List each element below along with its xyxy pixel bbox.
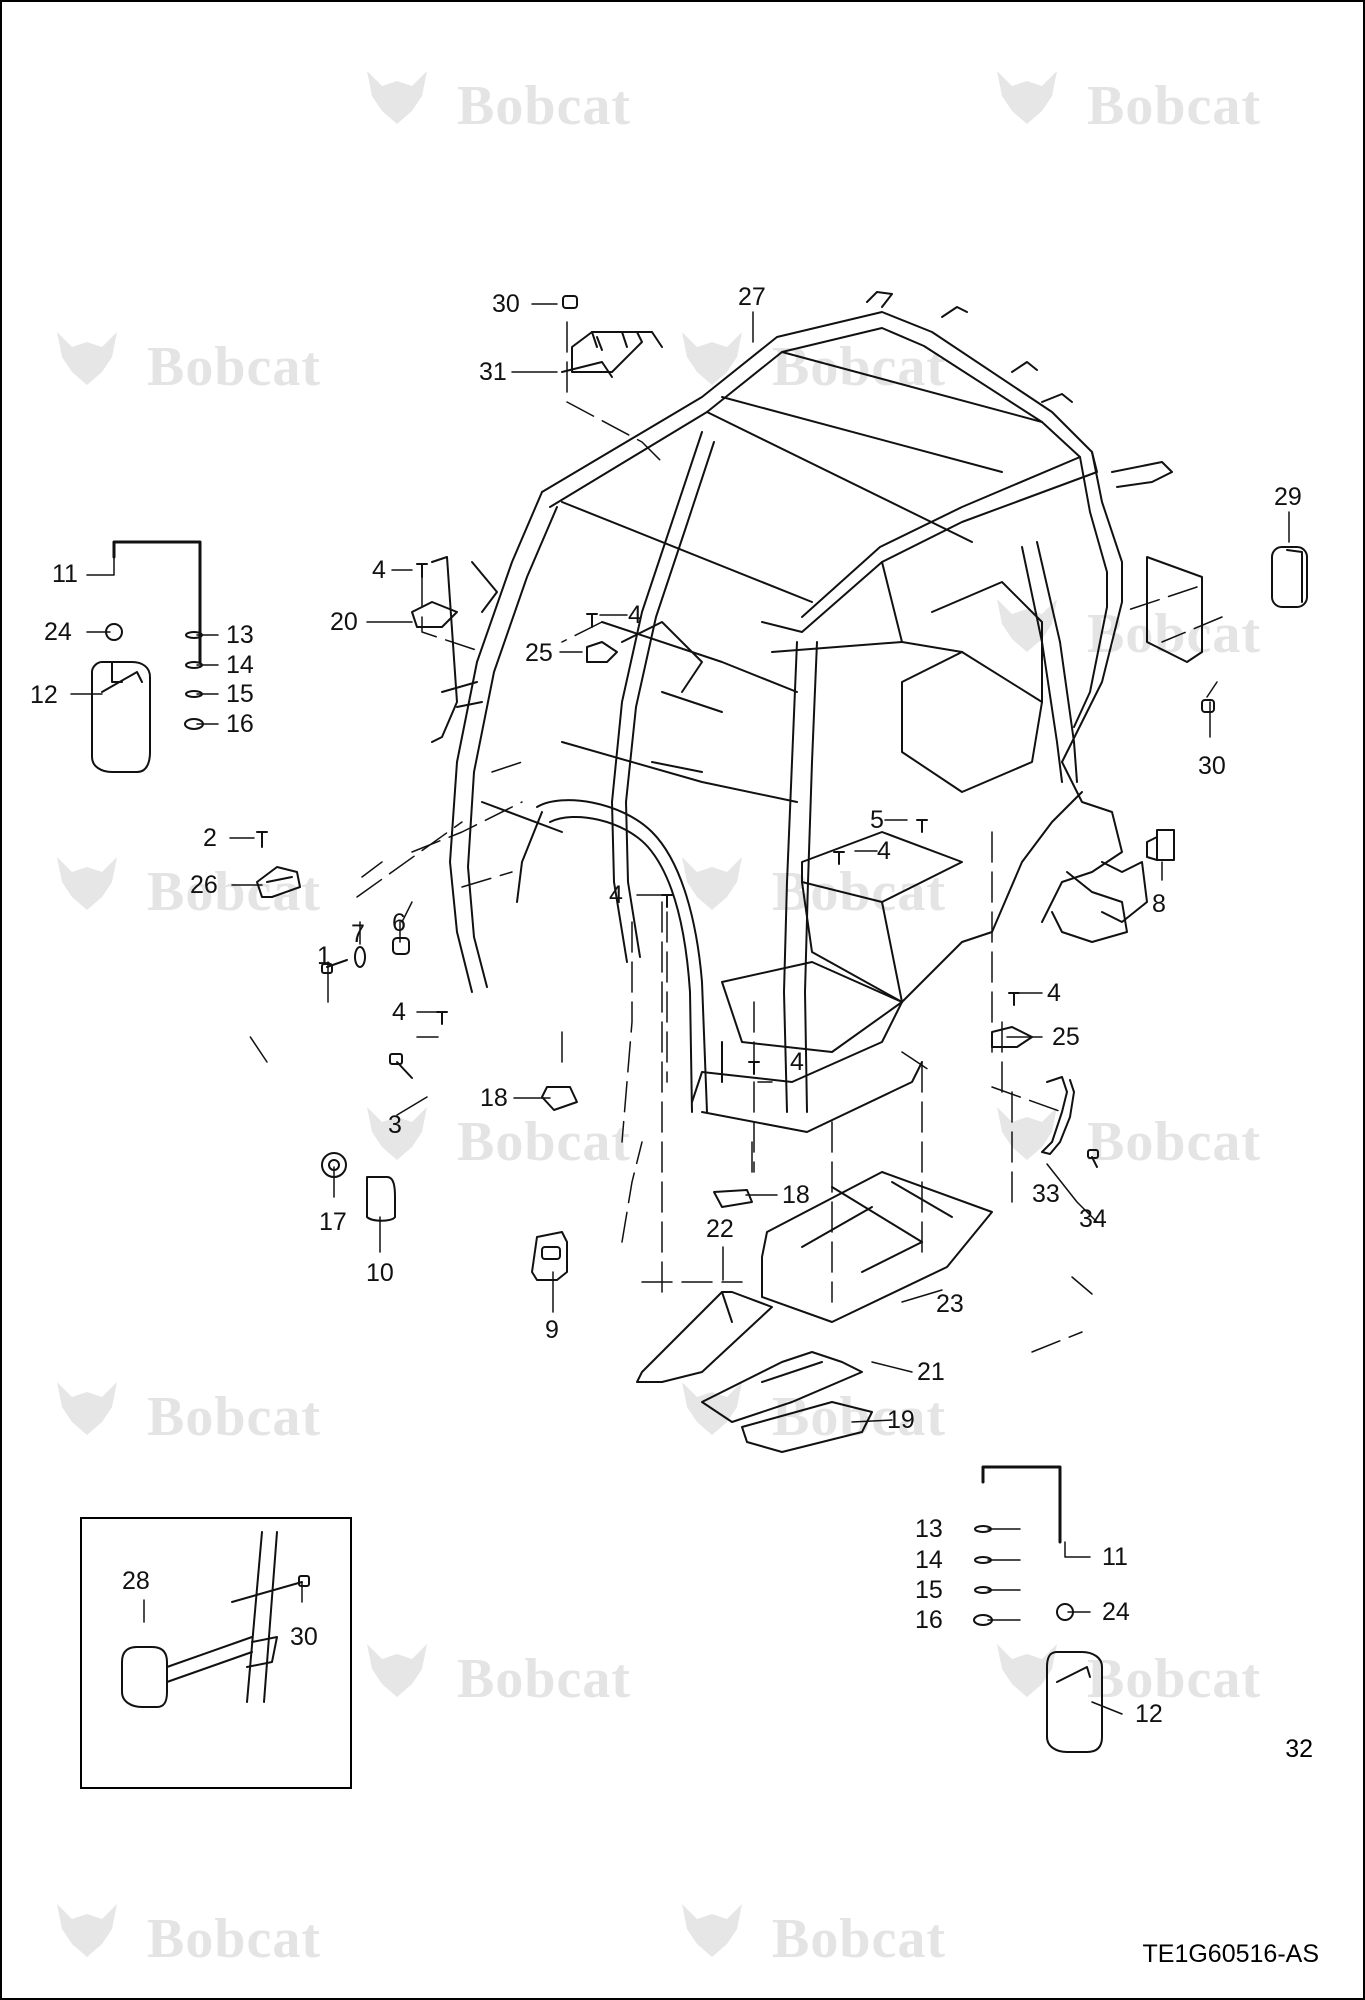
watermark-brand: Bobcat bbox=[772, 1386, 946, 1448]
watermark-logo-icon bbox=[682, 857, 742, 910]
hardware-parts bbox=[91, 295, 1308, 1753]
watermark-logo-icon bbox=[367, 1644, 427, 1697]
cab-frame bbox=[431, 291, 1173, 1133]
watermark-brand: Bobcat bbox=[1087, 1111, 1261, 1173]
watermark-brand: Bobcat bbox=[772, 861, 946, 923]
callout-c19: 19 bbox=[887, 1406, 915, 1434]
inset-detail-drawing bbox=[121, 1531, 310, 1708]
callout-c4-b: 4 bbox=[628, 601, 642, 629]
callout-c4-e: 4 bbox=[392, 998, 406, 1026]
watermark-logo-icon bbox=[57, 1904, 117, 1957]
watermark-logo-icon bbox=[367, 71, 427, 124]
callout-c23: 23 bbox=[936, 1290, 964, 1318]
watermark-brand: Bobcat bbox=[772, 1908, 946, 1970]
watermark-logo-icon bbox=[997, 71, 1057, 124]
callout-c33: 33 bbox=[1032, 1180, 1060, 1208]
callout-c29: 29 bbox=[1274, 483, 1302, 511]
callout-c11-right: 11 bbox=[1102, 1543, 1128, 1571]
callout-c2: 2 bbox=[203, 824, 217, 852]
callout-c14-right: 14 bbox=[915, 1546, 943, 1574]
watermark-logo-icon bbox=[997, 1644, 1057, 1697]
assembly-guide-lines bbox=[246, 321, 1223, 1353]
watermark-logo-icon bbox=[57, 332, 117, 385]
callout-c4-f: 4 bbox=[1047, 979, 1061, 1007]
callout-c14-left: 14 bbox=[226, 651, 254, 679]
watermark-brand: Bobcat bbox=[457, 1648, 631, 1710]
callout-c34: 34 bbox=[1079, 1205, 1107, 1233]
callout-c28: 28 bbox=[122, 1567, 150, 1595]
callout-c13-right: 13 bbox=[915, 1515, 943, 1543]
callout-c5: 5 bbox=[870, 806, 884, 834]
callout-c13-left: 13 bbox=[226, 621, 254, 649]
callout-c15-right: 15 bbox=[915, 1576, 943, 1604]
callout-c24-right: 24 bbox=[1102, 1598, 1130, 1626]
inset-detail-box bbox=[80, 1517, 352, 1789]
watermark-logo-icon bbox=[682, 332, 742, 385]
callout-c4-c: 4 bbox=[877, 837, 891, 865]
callout-c25-top: 25 bbox=[525, 639, 553, 667]
callout-c18-right: 18 bbox=[782, 1181, 810, 1209]
callout-c18-left: 18 bbox=[480, 1084, 508, 1112]
callout-c15-left: 15 bbox=[226, 680, 254, 708]
leader-lines bbox=[70, 303, 1290, 1715]
callout-c12-right: 12 bbox=[1135, 1700, 1163, 1728]
callout-c30-top: 30 bbox=[492, 290, 520, 318]
watermark-brand: Bobcat bbox=[147, 1908, 321, 1970]
watermark-brand: Bobcat bbox=[457, 75, 631, 137]
callout-c12-left: 12 bbox=[30, 681, 58, 709]
watermark-logo-icon bbox=[682, 1904, 742, 1957]
callout-c21: 21 bbox=[917, 1358, 945, 1386]
watermark-brand: Bobcat bbox=[457, 1111, 631, 1173]
callout-c30-inset: 30 bbox=[290, 1623, 318, 1651]
callout-c10: 10 bbox=[366, 1259, 394, 1287]
callout-c26: 26 bbox=[190, 871, 218, 899]
watermark-logo-icon bbox=[57, 857, 117, 910]
callout-c27: 27 bbox=[738, 283, 766, 311]
watermark-logo-icon bbox=[367, 1107, 427, 1160]
callout-c4-d: 4 bbox=[609, 881, 623, 909]
callout-c17: 17 bbox=[319, 1208, 347, 1236]
callout-c30-right: 30 bbox=[1198, 752, 1226, 780]
callout-c16-right: 16 bbox=[915, 1606, 943, 1634]
watermark-logo-icon bbox=[57, 1382, 117, 1435]
callout-c24-left: 24 bbox=[44, 618, 72, 646]
watermark-brand: Bobcat bbox=[147, 1386, 321, 1448]
page-number: 32 bbox=[1285, 1735, 1313, 1763]
callout-c20: 20 bbox=[330, 608, 358, 636]
callout-c3: 3 bbox=[388, 1111, 402, 1139]
watermark-brand: Bobcat bbox=[1087, 1648, 1261, 1710]
watermark-brand: Bobcat bbox=[1087, 75, 1261, 137]
callout-c9: 9 bbox=[545, 1316, 559, 1344]
callout-c16-left: 16 bbox=[226, 710, 254, 738]
callout-c7: 7 bbox=[351, 920, 365, 948]
callout-c31: 31 bbox=[479, 358, 507, 386]
callout-c1: 1 bbox=[317, 942, 331, 970]
watermark-brand: Bobcat bbox=[147, 336, 321, 398]
callout-c4-a: 4 bbox=[372, 556, 386, 584]
reference-code: TE1G60516-AS bbox=[1142, 1940, 1320, 1968]
callout-c11-left: 11 bbox=[52, 560, 78, 588]
callout-c6: 6 bbox=[392, 909, 406, 937]
callout-c4-g: 4 bbox=[790, 1048, 804, 1076]
callout-c22: 22 bbox=[706, 1215, 734, 1243]
callout-c8: 8 bbox=[1152, 890, 1166, 918]
callout-c25-bottom: 25 bbox=[1052, 1023, 1080, 1051]
